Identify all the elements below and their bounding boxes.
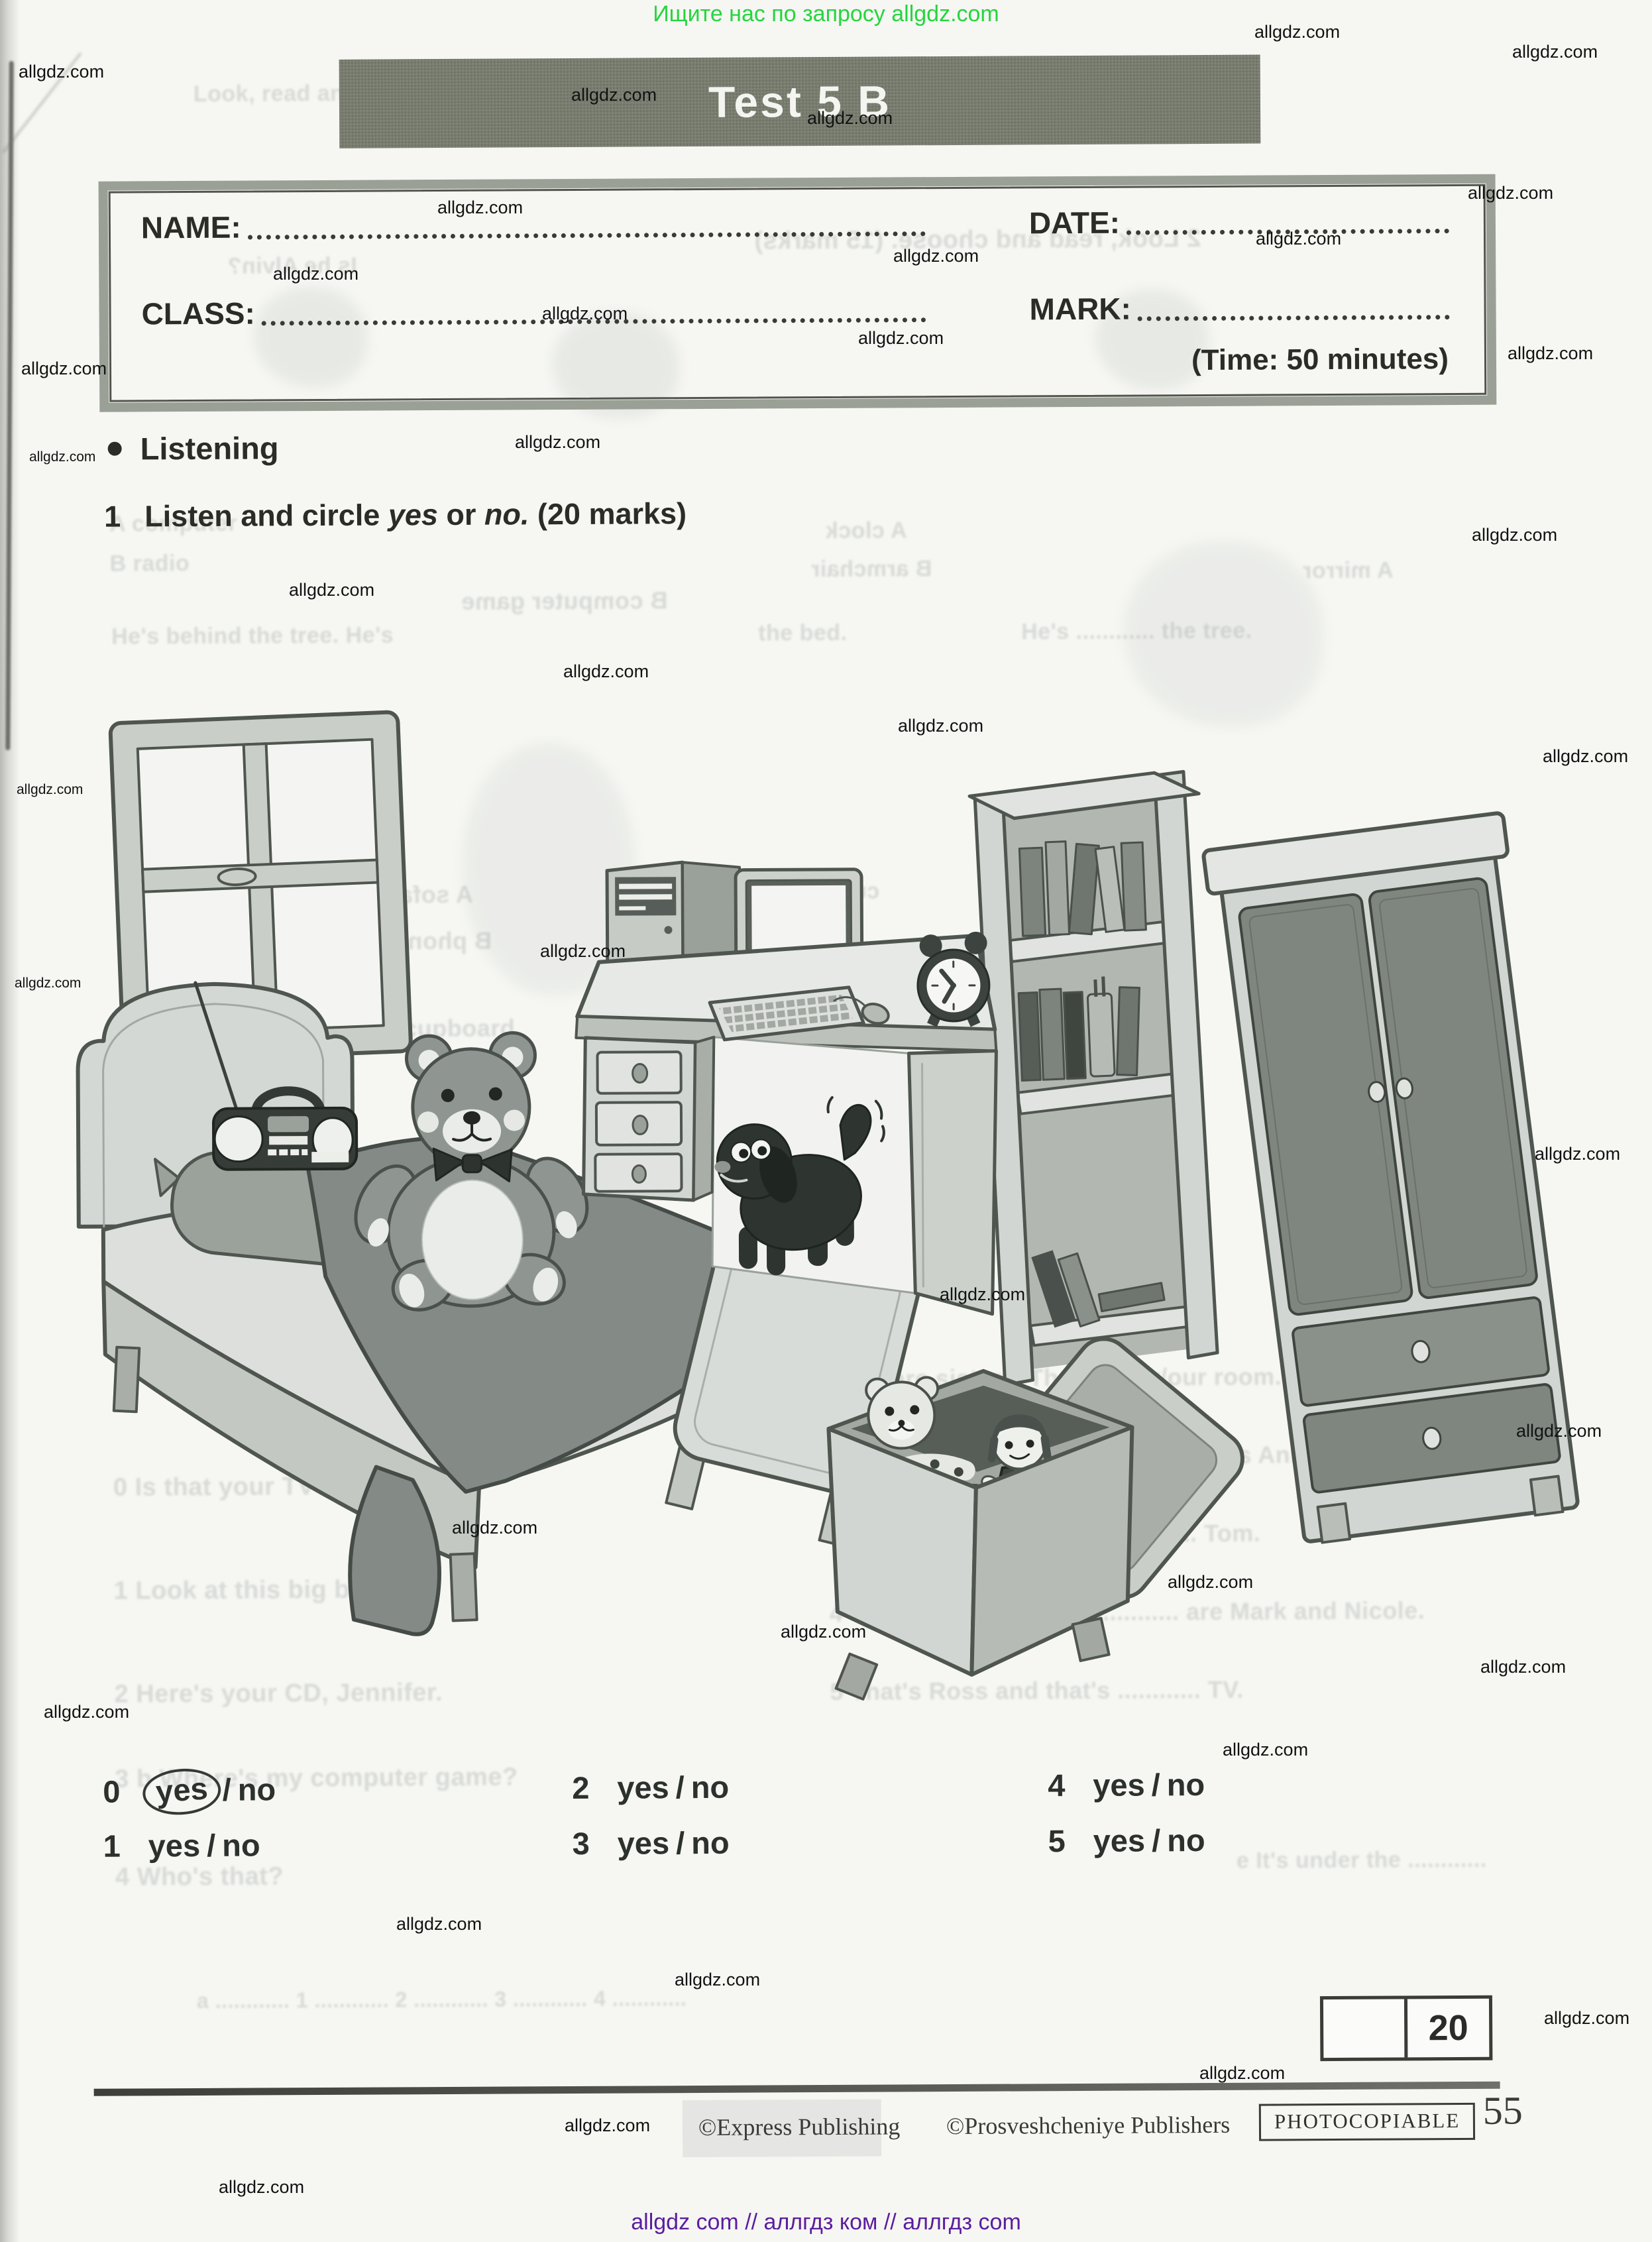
option-number: 4 (1048, 1767, 1066, 1803)
score-cell-empty (1323, 1999, 1408, 2058)
option-number: 2 (572, 1769, 590, 1806)
bookshelf-icon (967, 769, 1219, 1387)
date-label: DATE: (1028, 205, 1121, 241)
score-box: 20 (1319, 1995, 1493, 2062)
separator: / (675, 1769, 685, 1805)
alarm-clock-icon (916, 931, 991, 1027)
section-heading-listening: Listening (107, 429, 279, 467)
test-title: Test 5 B (708, 76, 892, 127)
desk-icon (575, 860, 998, 1316)
option-number: 3 (572, 1825, 590, 1862)
instruction-text: Listen and circle (144, 498, 388, 533)
teddy-bear-icon (354, 1031, 589, 1312)
yes-no-pair: yes/no (618, 1824, 730, 1862)
radio-icon (193, 981, 358, 1171)
yes-no-pair: yes/no (1093, 1822, 1205, 1859)
no-choice: no (1166, 1767, 1205, 1803)
books-top-shelf (1018, 840, 1147, 937)
separator: / (675, 1825, 685, 1861)
option-number: 0 (103, 1773, 121, 1809)
mark-row: MARK: (1029, 288, 1453, 327)
answer-option-3: 3 yes/no (573, 1824, 730, 1862)
keyboard-icon (708, 985, 865, 1042)
yes-choice: yes (617, 1825, 670, 1861)
section-heading-label: Listening (140, 430, 279, 467)
task-instruction: 1 Listen and circle yes or no. (20 marks) (104, 496, 687, 534)
answer-option-2: 2 yes/no (572, 1769, 729, 1806)
bleed-through-text: 4 Who's that? (115, 1862, 284, 1891)
toy-teddy-icon (865, 1376, 940, 1450)
yes-choice: yes (617, 1769, 669, 1805)
answer-option-5: 5 yes/no (1048, 1822, 1205, 1859)
no-choice: no (691, 1824, 730, 1861)
separator: / (206, 1827, 216, 1863)
answer-option-0: 0 yes/no (103, 1766, 276, 1818)
yes-choice: yes (140, 1766, 223, 1818)
bleed-through-text: A mirror (1302, 557, 1394, 584)
toy-box-icon (826, 1337, 1244, 1701)
test-title-banner: Test 5 B (339, 54, 1261, 148)
dog-icon (714, 1095, 885, 1276)
date-row: DATE: (1029, 202, 1453, 241)
yes-no-pair: yes/no (140, 1766, 276, 1818)
yes-choice: yes (1093, 1767, 1145, 1803)
no-choice: no (1167, 1822, 1205, 1858)
time-note: (Time: 50 minutes) (1191, 343, 1449, 377)
bullet-icon (107, 441, 122, 456)
bleed-through-text: e It's under the ............ (1236, 1846, 1487, 1874)
bleed-through-text: the bed. (758, 620, 848, 646)
yes-no-pair: yes/no (617, 1769, 729, 1806)
mark-dotted-line (1137, 288, 1450, 321)
no-choice: no (690, 1769, 730, 1805)
instruction-or: or (437, 497, 485, 532)
name-dotted-line (247, 205, 926, 240)
separator: / (1151, 1822, 1161, 1858)
class-row: CLASS: (141, 291, 930, 331)
bleed-through-text: A clock (825, 518, 907, 543)
bleed-through-text: B radio (109, 551, 190, 577)
option-number: 5 (1048, 1823, 1066, 1859)
class-label: CLASS: (141, 296, 255, 331)
instruction-no: no. (484, 497, 529, 532)
books-bottom-shelf (1031, 1250, 1166, 1328)
bleed-through-text: He's ............ the tree. (1021, 618, 1252, 645)
desk-drawers (582, 1035, 716, 1202)
yes-choice: yes (148, 1827, 201, 1864)
student-info-box: NAME: DATE: CLASS: MARK: (Time: 50 minut… (98, 174, 1497, 412)
option-number: 1 (103, 1828, 121, 1864)
window-icon (108, 710, 413, 1064)
bleed-through-text: B armchair (810, 556, 932, 583)
score-cell-max: 20 (1428, 2007, 1468, 2048)
instruction-marks: (20 marks) (529, 496, 687, 532)
mouse-icon (833, 996, 890, 1025)
bleed-through-text: a ............ 1 ............ 2 ........… (196, 1986, 687, 2013)
no-choice: no (237, 1771, 276, 1807)
answer-option-4: 4 yes/no (1048, 1766, 1205, 1803)
books-middle-shelf (1017, 976, 1140, 1082)
bleed-through-text: B computer game (461, 587, 668, 615)
copyright-express: ©Express Publishing (698, 2113, 901, 2141)
page-number: 55 (1482, 2088, 1523, 2133)
yes-no-pair: yes/no (1093, 1766, 1205, 1803)
separator: / (1151, 1767, 1160, 1803)
class-dotted-line (261, 291, 926, 326)
yes-no-pair: yes/no (148, 1826, 260, 1864)
copyright-prosveshcheniye: ©Prosveshcheniye Publishers (946, 2111, 1231, 2140)
name-row: NAME: (141, 205, 930, 245)
wardrobe-icon (1201, 811, 1580, 1544)
bedroom-illustration (76, 710, 1580, 1701)
yes-choice: yes (1093, 1822, 1146, 1858)
bleed-through-text: He's behind the tree. He's (111, 622, 394, 649)
instruction-yes: yes (388, 498, 439, 532)
date-dotted-line (1126, 202, 1449, 235)
photocopiable-stamp: PHOTOCOPIABLE (1258, 2102, 1476, 2141)
task-number: 1 (104, 499, 121, 533)
answer-option-1: 1 yes/no (103, 1826, 260, 1864)
mark-label: MARK: (1029, 291, 1132, 327)
no-choice: no (222, 1827, 260, 1863)
name-label: NAME: (140, 209, 241, 245)
